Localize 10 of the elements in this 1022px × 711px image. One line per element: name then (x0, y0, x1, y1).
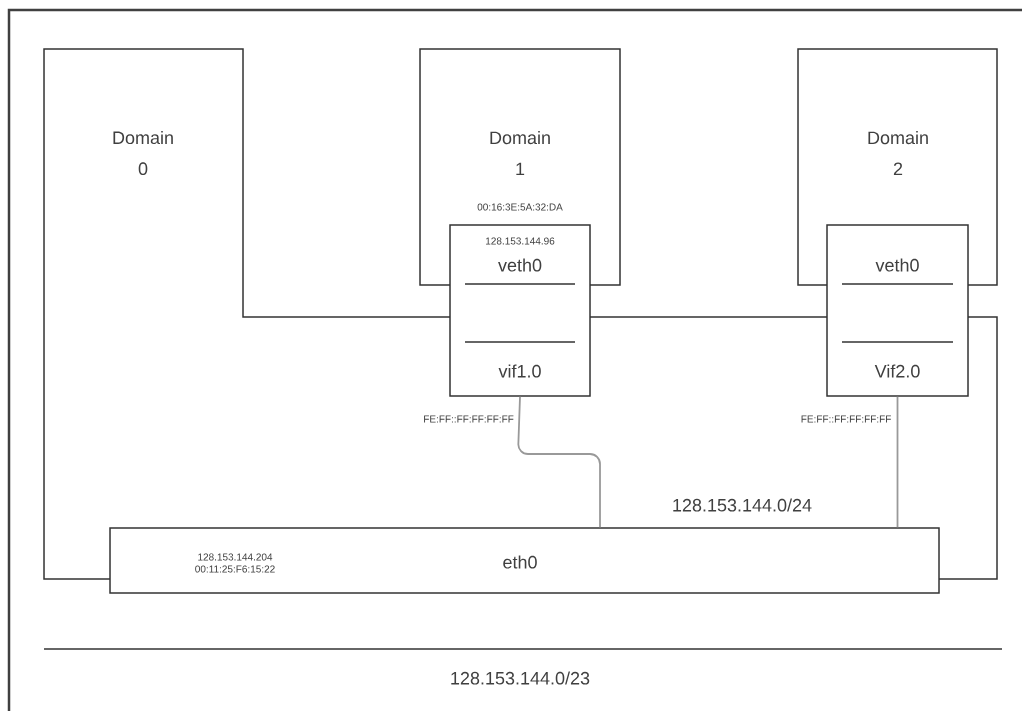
mac-address: 00:16:3E:5A:32:DA (477, 203, 563, 211)
ethernet-box: 128.153.144.204 00:11:25:F6:15:22 eth0 (109, 527, 940, 594)
interface-box: 128.153.144.96 veth0 vif1.0 (449, 224, 591, 397)
mac-address: FE:FF::FF:FF:FF:FF (801, 415, 891, 423)
domain-label: Domain 0 (113, 130, 173, 176)
mac-address: FE:FF::FF:FF:FF:FF (424, 415, 514, 423)
connector-line (896, 395, 899, 529)
interface-box: veth0 Vif2.0 (826, 224, 969, 397)
connector-line (517, 395, 601, 529)
network-label: 128.153.144.0/23 (451, 671, 590, 685)
